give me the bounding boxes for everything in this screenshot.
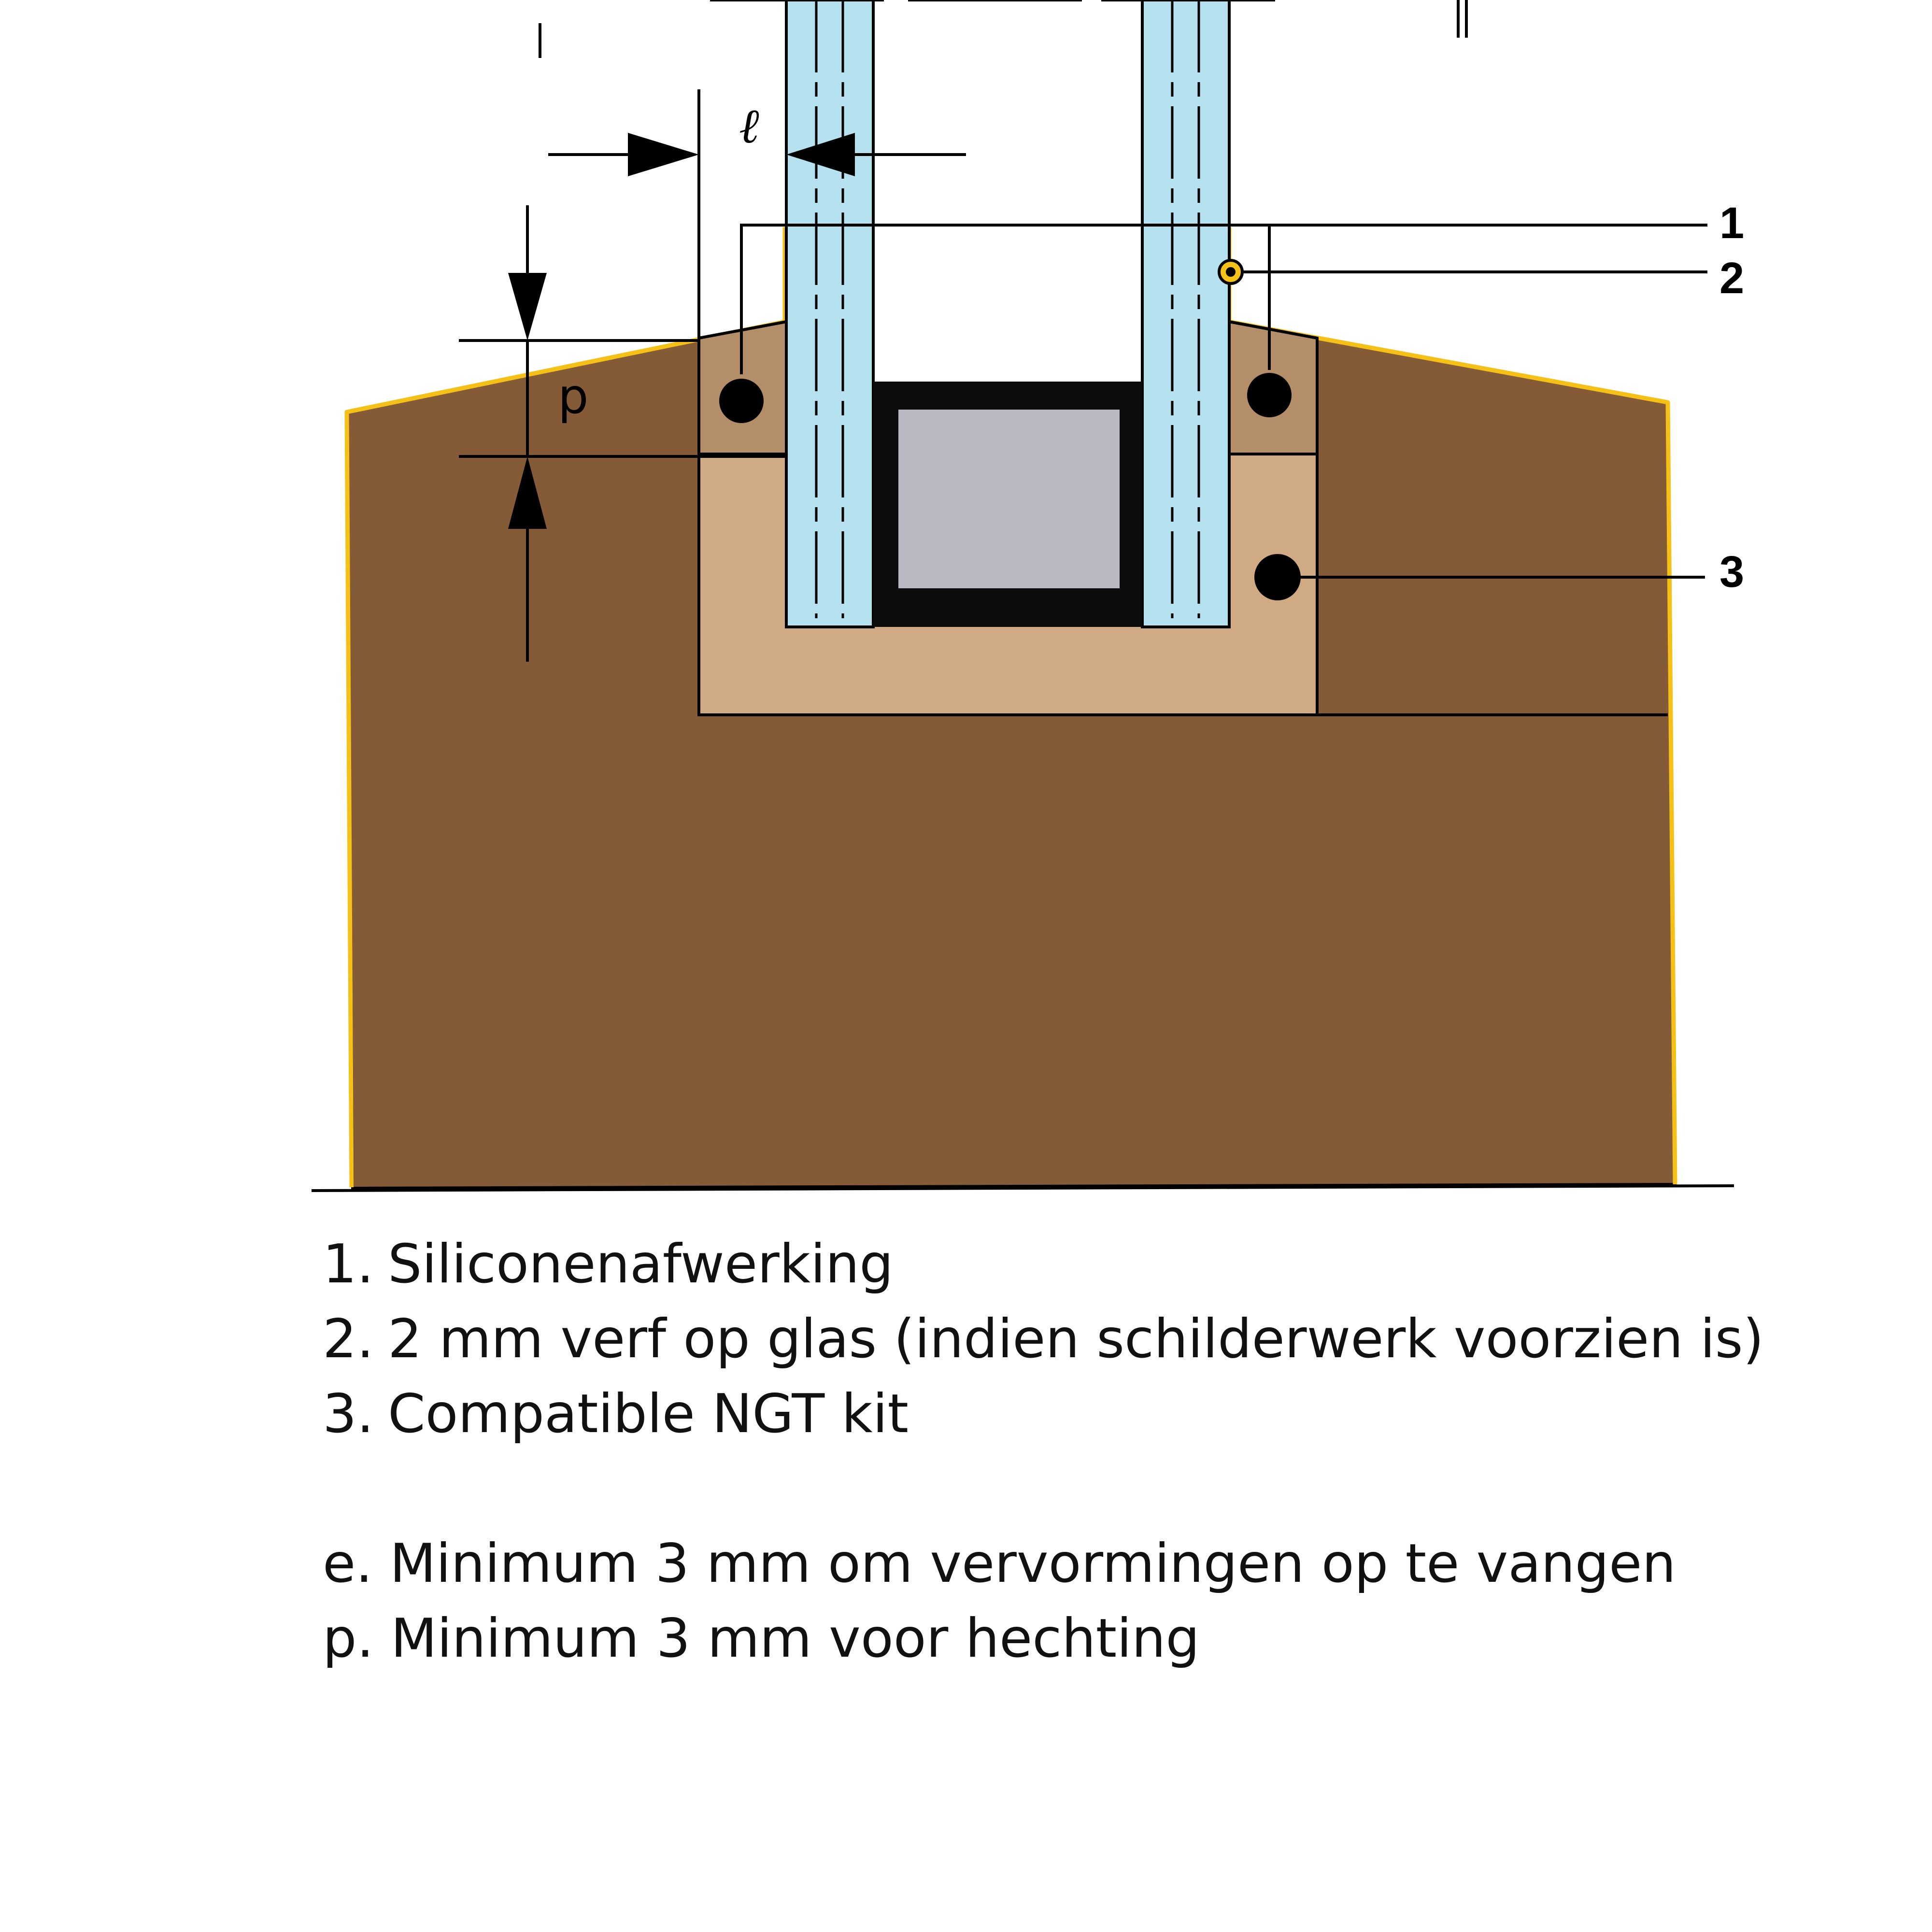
dimension-p-label: p — [558, 368, 588, 425]
legend-item-3: 3. Compatible NGT kit — [323, 1377, 1764, 1451]
legend-item-2: 2. 2 mm verf op glas (indien schilderwer… — [323, 1302, 1764, 1377]
legend-notes: e. Minimum 3 mm om vervormingen op te va… — [323, 1526, 1764, 1676]
legend-item-number: 3. — [323, 1383, 374, 1445]
callout-3-dot — [1254, 554, 1301, 600]
spacer-core — [898, 410, 1120, 588]
dimension-p-arrow-top — [508, 273, 547, 341]
legend-item-text: Siliconenafwerking — [388, 1233, 894, 1295]
callout-2-dot-inner — [1226, 267, 1236, 277]
legend-item-number: 2. — [323, 1308, 374, 1370]
legend-item-1: 1. Siliconenafwerking — [323, 1227, 1764, 1302]
glass-hatch — [815, 0, 1200, 618]
callout-1-number: 1 — [1719, 199, 1744, 248]
legend-list: 1. Siliconenafwerking 2. 2 mm verf op gl… — [323, 1227, 1764, 1451]
note-p: p. Minimum 3 mm voor hechting — [323, 1607, 1200, 1670]
legend-item-number: 1. — [323, 1233, 374, 1295]
glass-pane-right — [1141, 0, 1231, 628]
note-e: e. Minimum 3 mm om vervormingen op te va… — [323, 1533, 1676, 1595]
legend-item-text: 2 mm verf op glas (indien schilderwerk v… — [388, 1308, 1764, 1370]
callout-2-number: 2 — [1719, 254, 1744, 303]
dimension-p-arrow-bottom — [508, 456, 547, 529]
glass-pane-left — [785, 0, 875, 628]
ground-line — [311, 1184, 1734, 1192]
dimension-l-label: ℓ — [739, 98, 759, 154]
callout-1-dot-left — [719, 379, 764, 423]
callout-1-dot-right — [1247, 373, 1292, 417]
dimension-p — [459, 205, 786, 662]
legend: 1. Siliconenafwerking 2. 2 mm verf op gl… — [323, 1227, 1764, 1676]
callout-1-leader — [740, 224, 1707, 374]
dimension-l-arrow-left — [628, 133, 699, 176]
dimension-l-arrow-right — [786, 133, 855, 176]
dimension-l — [548, 89, 966, 338]
legend-item-text: Compatible NGT kit — [388, 1383, 909, 1445]
callout-3-number: 3 — [1719, 547, 1744, 597]
